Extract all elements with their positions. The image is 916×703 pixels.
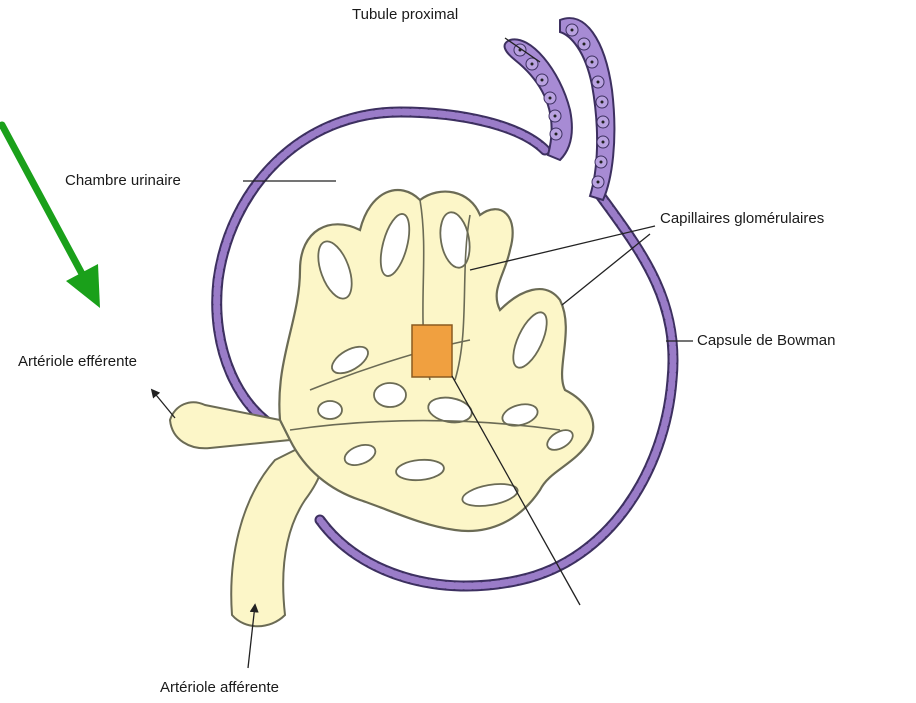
proximal-tubule	[505, 18, 615, 200]
label-capsule-de-bowman: Capsule de Bowman	[697, 332, 835, 350]
pointer-arrow	[2, 125, 100, 308]
label-arteriole-efferente: Artériole efférente	[18, 353, 137, 371]
leader-efferent	[152, 390, 175, 418]
label-capillaires-glomerulaires: Capillaires glomérulaires	[660, 210, 824, 228]
efferent-arteriole	[170, 402, 290, 448]
highlight-box	[412, 325, 452, 377]
label-arteriole-afferente: Artériole afférente	[160, 679, 279, 697]
label-chambre-urinaire: Chambre urinaire	[65, 172, 181, 190]
label-tubule-proximal: Tubule proximal	[352, 6, 458, 24]
